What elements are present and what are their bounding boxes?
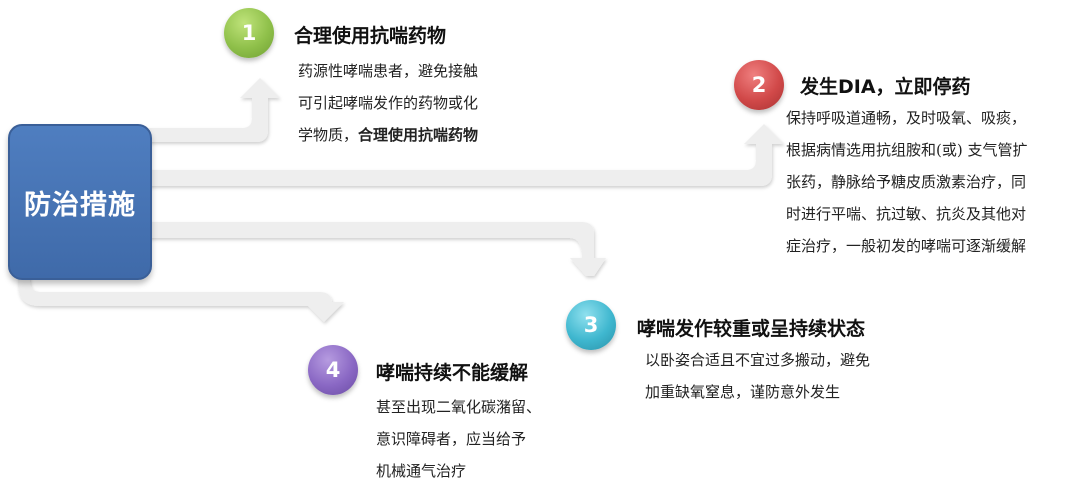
arrow-to-step-1 <box>148 78 280 142</box>
hub-label: 防治措施 <box>24 189 136 221</box>
step-1-desc: 药源性哮喘患者，避免接触 可引起哮喘发作的药物或化 学物质，合理使用抗喘药物 <box>298 55 478 151</box>
step-1-bold-text: 合理使用抗喘药物 <box>358 126 479 144</box>
step-2-badge: 2 <box>734 60 784 110</box>
step-3-line: 以卧姿合适且不宜过多搬动，避免 <box>645 351 871 369</box>
arrow-to-step-3 <box>148 222 606 276</box>
step-2-line: 根据病情选用抗组胺和(或) 支气管扩 <box>786 141 1028 159</box>
hub-box: 防治措施 <box>8 124 152 280</box>
step-2-desc: 保持呼吸道通畅，及时吸氧、吸痰， 根据病情选用抗组胺和(或) 支气管扩 张药，静… <box>786 102 1027 262</box>
step-3-line: 加重缺氧窒息，谨防意外发生 <box>645 383 841 401</box>
step-2-line: 张药，静脉给予糖皮质激素治疗，同 <box>786 173 1027 191</box>
arrow-to-step-2 <box>148 124 784 186</box>
step-2-title: 发生DIA，立即停药 <box>800 76 971 98</box>
step-4-line: 机械通气治疗 <box>376 462 467 480</box>
step-4-line: 意识障碍者，应当给予 <box>376 430 527 448</box>
step-1-line: 药源性哮喘患者，避免接触 <box>298 62 479 80</box>
step-1-line: 学物质，合理使用抗喘药物 <box>298 126 479 144</box>
step-1-badge: 1 <box>224 8 274 58</box>
step-4-title: 哮喘持续不能缓解 <box>376 362 529 384</box>
arrow-to-step-4 <box>18 276 344 322</box>
step-3-desc: 以卧姿合适且不宜过多搬动，避免 加重缺氧窒息，谨防意外发生 <box>645 344 870 408</box>
step-2-line: 症治疗，一般初发的哮喘可逐渐缓解 <box>786 237 1027 255</box>
step-2-line: 保持呼吸道通畅，及时吸氧、吸痰， <box>786 109 1027 127</box>
step-1-line: 可引起哮喘发作的药物或化 <box>298 94 479 112</box>
step-3-badge: 3 <box>566 300 616 350</box>
step-1-title: 合理使用抗喘药物 <box>294 25 447 47</box>
step-4-desc: 甚至出现二氧化碳潴留、 意识障碍者，应当给予 机械通气治疗 <box>376 391 541 487</box>
step-2-line: 时进行平喘、抗过敏、抗炎及其他对 <box>786 205 1027 223</box>
step-3-title: 哮喘发作较重或呈持续状态 <box>637 318 866 340</box>
step-4-badge: 4 <box>308 345 358 395</box>
step-4-line: 甚至出现二氧化碳潴留、 <box>376 398 542 416</box>
